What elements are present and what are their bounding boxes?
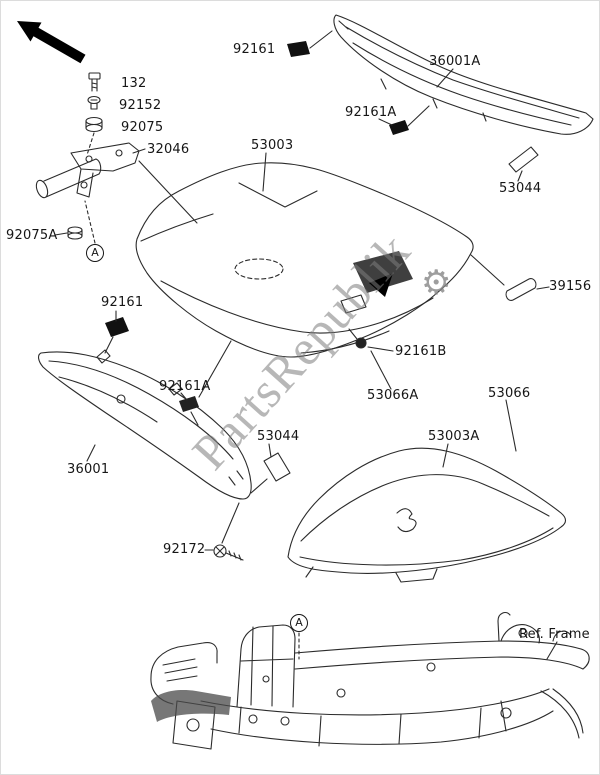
bracket-art bbox=[35, 142, 140, 199]
part-label-32046: 32046 bbox=[147, 142, 190, 157]
part-label-92161-left: 92161 bbox=[101, 295, 144, 310]
part-label-36001: 36001 bbox=[67, 462, 110, 477]
part-label-92075: 92075 bbox=[121, 120, 164, 135]
left-side-cover-art bbox=[38, 349, 252, 500]
part-label-53044-mid: 53044 bbox=[257, 429, 300, 444]
damper-left-art bbox=[105, 317, 129, 337]
part-label-92161-top: 92161 bbox=[233, 42, 276, 57]
part-label-53066A: 53066A bbox=[367, 388, 419, 403]
screw-icon bbox=[87, 95, 101, 110]
frame-art bbox=[150, 612, 590, 750]
clip-mid-art bbox=[179, 396, 199, 412]
grommet-icon bbox=[85, 116, 103, 133]
clip-top-art bbox=[389, 120, 409, 135]
part-label-92161B: 92161B bbox=[395, 344, 447, 359]
main-seat-art bbox=[135, 162, 474, 358]
screw-long-icon bbox=[213, 544, 244, 561]
section-marker-a-top: A bbox=[86, 244, 104, 262]
rear-seat-art bbox=[287, 447, 567, 583]
direction-arrow-icon bbox=[17, 21, 86, 64]
part-label-92075A: 92075A bbox=[6, 228, 58, 243]
part-label-92172: 92172 bbox=[163, 542, 206, 557]
section-marker-a-bottom: A bbox=[290, 614, 308, 632]
part-label-36001A: 36001A bbox=[429, 54, 481, 69]
part-label-92152: 92152 bbox=[119, 98, 162, 113]
part-label-53066: 53066 bbox=[488, 386, 531, 401]
part-label-92161A-top: 92161A bbox=[345, 105, 397, 120]
grommet-a-icon bbox=[67, 226, 83, 240]
right-side-cover-art bbox=[333, 14, 594, 135]
part-label-53044-right: 53044 bbox=[499, 181, 542, 196]
bolt-icon bbox=[88, 72, 101, 92]
pad-mid-art bbox=[263, 452, 291, 482]
ref-frame-label: Ref. Frame bbox=[519, 627, 590, 642]
pin-art bbox=[505, 278, 537, 301]
part-label-39156: 39156 bbox=[549, 279, 592, 294]
pad-right-art bbox=[508, 146, 539, 173]
part-label-132: 132 bbox=[121, 76, 147, 91]
part-label-53003A: 53003A bbox=[428, 429, 480, 444]
damper-top-art bbox=[287, 41, 310, 57]
part-label-53003: 53003 bbox=[251, 138, 294, 153]
part-label-92161A-mid: 92161A bbox=[159, 379, 211, 394]
